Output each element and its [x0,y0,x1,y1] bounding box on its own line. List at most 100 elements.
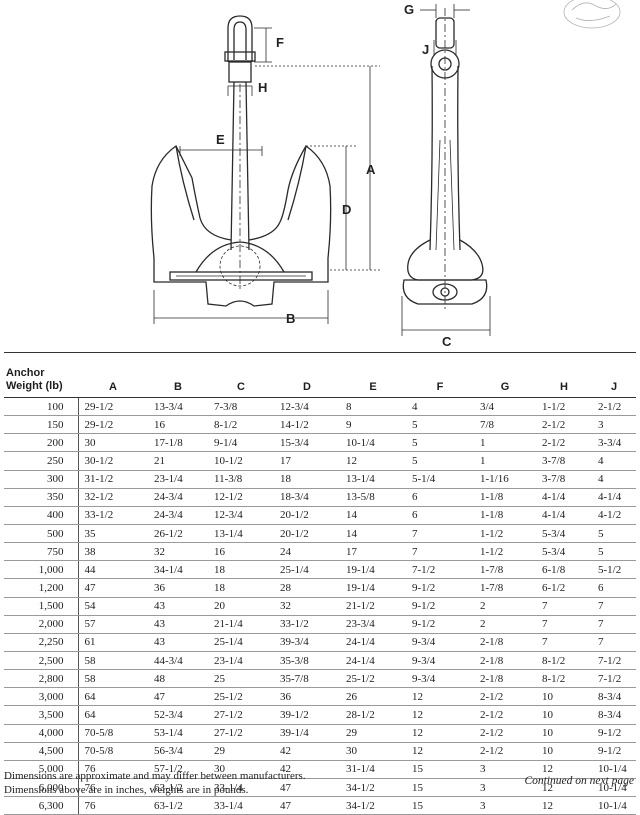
cell-anchor-weight: 150 [4,415,79,435]
cell-dim-e: 21-1/2 [340,597,406,616]
cell-dim-e: 34-1/2 [340,796,406,815]
cell-dim-f: 9-1/2 [406,597,474,616]
cell-dim-d: 20-1/2 [274,506,340,525]
cell-dim-h: 7 [536,597,592,616]
cell-dim-e: 13-5/8 [340,488,406,507]
cell-dim-g: 1-1/8 [474,506,536,525]
cell-anchor-weight: 350 [4,488,79,507]
cell-dim-g: 2-1/8 [474,669,536,689]
cell-anchor-weight: 4,000 [4,724,79,743]
cell-dim-j: 7 [592,597,636,616]
dim-label-g: G [404,2,414,17]
cell-dim-j: 5 [592,542,636,562]
cell-dim-b: 48 [148,669,208,689]
cell-dim-h: 1-1/2 [536,397,592,417]
cell-dim-b: 24-3/4 [148,506,208,525]
cell-dim-d: 47 [274,796,340,815]
cell-dim-d: 47 [274,778,340,798]
cell-dim-b: 36 [148,578,208,598]
cell-dim-a: 35 [78,524,148,544]
cell-dim-d: 36 [274,687,340,707]
cell-dim-a: 29-1/2 [78,397,148,417]
cell-anchor-weight: 5,000 [4,760,79,779]
dim-label-b: B [286,311,295,326]
cell-dim-c: 33-1/4 [208,778,274,798]
anchor-spec-table-container: Anchor Weight (lb) A B C D E F G H J 100… [4,352,636,815]
cell-dim-c: 21-1/4 [208,615,274,634]
cell-dim-g: 7/8 [474,415,536,435]
continued-note: Continued on next page [524,775,634,787]
cell-dim-j: 7 [592,615,636,634]
cell-dim-j: 9-1/2 [592,724,636,743]
cell-dim-g: 2-1/2 [474,742,536,761]
header-col-h: H [536,352,592,398]
cell-dim-c: 23-1/4 [208,651,274,671]
cell-dim-e: 9 [340,415,406,435]
header-line-1: Anchor [6,367,45,379]
cell-dim-f: 5 [406,415,474,435]
cell-dim-h: 6-1/2 [536,578,592,598]
dimension-letters: F H E A D B C G J [216,2,452,349]
cell-dim-a: 33-1/2 [78,506,148,525]
cell-dim-d: 18 [274,470,340,489]
cell-dim-j: 7 [592,633,636,652]
cell-dim-g: 2-1/2 [474,687,536,707]
cell-dim-b: 57-1/2 [148,760,208,779]
cell-dim-j: 7-1/2 [592,669,636,689]
cell-dim-g: 3 [474,778,536,798]
cell-dim-c: 25 [208,669,274,689]
cell-dim-b: 63-1/2 [148,778,208,798]
cell-dim-g: 1 [474,433,536,453]
dim-label-j: J [422,42,429,57]
cell-anchor-weight: 300 [4,470,79,489]
cell-dim-c: 27-1/2 [208,705,274,725]
cell-dim-c: 12-3/4 [208,506,274,525]
header-col-b: B [148,352,208,398]
cell-dim-h: 10 [536,705,592,725]
cell-dim-g: 1-1/16 [474,470,536,489]
cell-dim-j: 6 [592,578,636,598]
cell-dim-d: 39-1/2 [274,705,340,725]
cell-dim-h: 6-1/8 [536,560,592,580]
header-col-f: F [406,352,474,398]
table-header-row: Anchor Weight (lb) A B C D E F G H J [4,352,636,398]
cell-dim-h: 5-3/4 [536,542,592,562]
cell-dim-a: 29-1/2 [78,415,148,435]
cell-dim-a: 64 [78,705,148,725]
cell-dim-a: 58 [78,669,148,689]
cell-dim-b: 43 [148,597,208,616]
header-col-j: J [592,352,636,398]
cell-dim-f: 7 [406,524,474,544]
cell-dim-a: 30 [78,433,148,453]
cell-dim-f: 12 [406,705,474,725]
cell-dim-b: 17-1/8 [148,433,208,453]
cell-dim-e: 30 [340,742,406,761]
cell-dim-d: 42 [274,742,340,761]
cell-dim-h: 10 [536,742,592,761]
cell-dim-h: 8-1/2 [536,669,592,689]
cell-dim-f: 9-3/4 [406,651,474,671]
cell-dim-d: 20-1/2 [274,524,340,544]
cell-dim-j: 9-1/2 [592,742,636,761]
cell-dim-d: 35-7/8 [274,669,340,689]
cell-dim-a: 31-1/2 [78,470,148,489]
cell-dim-j: 3 [592,415,636,435]
footnote-approximate: Dimensions are approximate and may diffe… [4,770,306,782]
cell-dim-g: 3/4 [474,397,536,417]
cell-dim-d: 15-3/4 [274,433,340,453]
cell-dim-j: 8-3/4 [592,705,636,725]
cell-dim-e: 19-1/4 [340,560,406,580]
dim-label-d: D [342,202,351,217]
cell-dim-f: 5-1/4 [406,470,474,489]
